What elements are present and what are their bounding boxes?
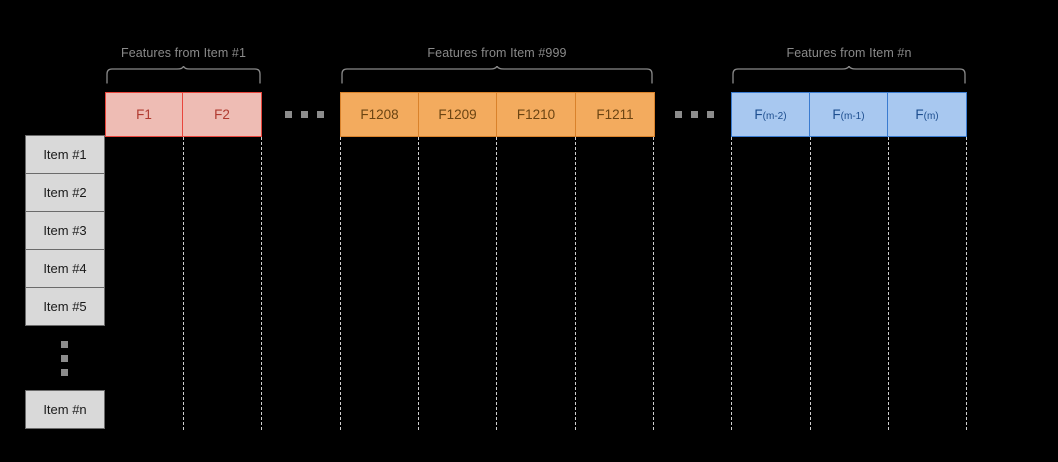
group-caption-item-1: Features from Item #1: [120, 46, 247, 60]
feature-cell-subscript: (m): [923, 110, 939, 122]
ellipsis-dot: [691, 111, 698, 118]
feature-cell[interactable]: F1208: [340, 92, 419, 137]
column-divider-dashed: [183, 137, 184, 430]
feature-cell-subscript: (m-2): [762, 110, 787, 122]
column-divider-dashed: [496, 137, 497, 430]
feature-cell[interactable]: F(m): [887, 92, 967, 137]
feature-cell[interactable]: F1: [105, 92, 183, 137]
item-axis-stack: Item #1 Item #2 Item #3 Item #4 Item #5: [25, 135, 105, 326]
feature-row-item-999: F1208 F1209 F1210 F1211: [340, 92, 655, 137]
feature-cell[interactable]: F1211: [575, 92, 655, 137]
feature-cell-label: F: [832, 107, 841, 122]
column-divider-dashed: [575, 137, 576, 430]
ellipsis-dot: [285, 111, 292, 118]
ellipsis-dot: [707, 111, 714, 118]
feature-cell-label: F1209: [438, 107, 477, 122]
feature-cell-label: F2: [214, 107, 230, 122]
feature-cell[interactable]: F2: [182, 92, 262, 137]
feature-cell-label: F1211: [596, 107, 634, 122]
item-row-box[interactable]: Item #4: [25, 249, 105, 288]
ellipsis-dot: [317, 111, 324, 118]
feature-cell[interactable]: F1210: [496, 92, 576, 137]
ellipsis-dot: [61, 341, 68, 348]
feature-row-item-1: F1 F2: [105, 92, 262, 137]
brace-item-1: [105, 66, 262, 84]
item-row-box[interactable]: Item #1: [25, 135, 105, 174]
item-row-box[interactable]: Item #2: [25, 173, 105, 212]
feature-cell-label: F1210: [516, 107, 556, 122]
horizontal-ellipsis-icon: [285, 111, 324, 118]
column-divider-dashed: [966, 137, 967, 430]
item-row-box-last[interactable]: Item #n: [25, 390, 105, 429]
feature-cell[interactable]: F(m-2): [731, 92, 810, 137]
feature-row-item-n: F(m-2) F(m-1) F(m): [731, 92, 967, 137]
horizontal-ellipsis-icon: [675, 111, 714, 118]
brace-item-999: [340, 66, 654, 84]
item-row-box[interactable]: Item #5: [25, 287, 105, 326]
vertical-ellipsis-icon: [61, 341, 68, 376]
ellipsis-dot: [61, 355, 68, 362]
group-caption-item-n: Features from Item #n: [786, 46, 912, 60]
ellipsis-dot: [301, 111, 308, 118]
item-row-box[interactable]: Item #3: [25, 211, 105, 250]
ellipsis-dot: [675, 111, 682, 118]
brace-item-n: [731, 66, 967, 84]
feature-cell-label: F: [754, 107, 763, 122]
column-divider-dashed: [653, 137, 654, 430]
ellipsis-dot: [61, 369, 68, 376]
feature-cell[interactable]: F1209: [418, 92, 497, 137]
feature-cell-label: F1208: [360, 107, 399, 122]
column-divider-dashed: [731, 137, 732, 430]
column-divider-dashed: [418, 137, 419, 430]
feature-cell[interactable]: F(m-1): [809, 92, 888, 137]
group-caption-item-999: Features from Item #999: [427, 46, 567, 60]
feature-cell-label: F: [915, 107, 924, 122]
column-divider-dashed: [261, 137, 262, 430]
column-divider-dashed: [888, 137, 889, 430]
feature-cell-label: F1: [136, 107, 152, 122]
column-divider-dashed: [810, 137, 811, 430]
feature-cell-subscript: (m-1): [840, 110, 865, 122]
column-divider-dashed: [340, 137, 341, 430]
